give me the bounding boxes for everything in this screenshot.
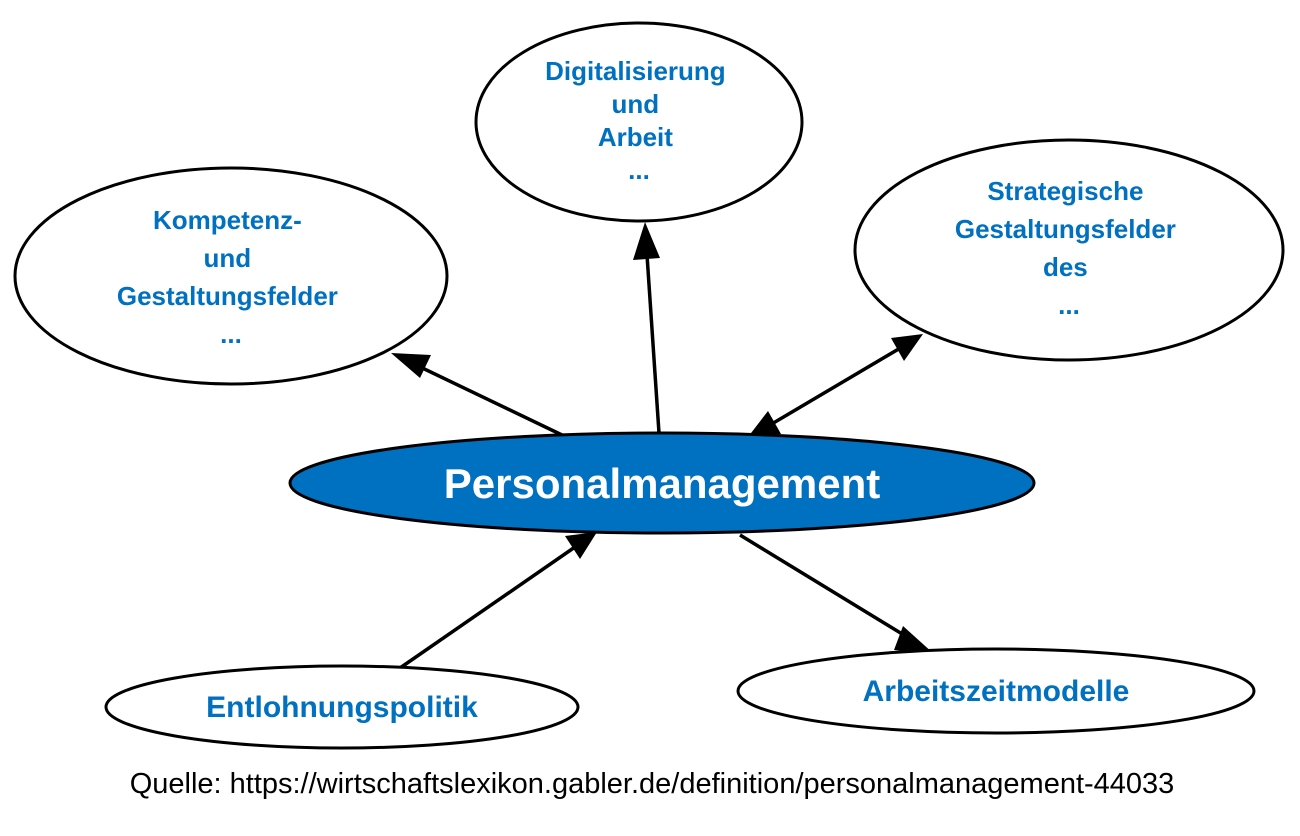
node-arbeitszeit-shape [736,647,1256,735]
arrowhead-center-from-strategische [748,411,781,437]
node-digitalisierung: Digitalisierung und Arbeit ... [474,21,804,223]
node-digitalisierung-label: Digitalisierung und Arbeit ... [545,56,733,185]
arrowhead-digitalisierung [633,222,660,260]
node-kompetenz-line-2: und [204,243,252,273]
node-strategische-line-2: Gestaltungsfelder [955,214,1176,244]
node-kompetenz: Kompetenz- und Gestaltungsfelder ... [13,166,449,386]
node-center-shape [288,431,1036,535]
node-entlohnung-label: Entlohnungspolitik [206,691,478,724]
arrowhead-strategische [891,334,923,361]
node-strategische-shape [853,138,1285,362]
node-strategische-line-4: ... [1058,290,1080,320]
arrowhead-center-from-entlohnung [565,532,597,559]
node-digitalisierung-shape [474,21,804,223]
node-digitalisierung-line-2: und [612,89,660,119]
edge-center-to-arbeitszeit [739,533,913,642]
node-arbeitszeit: Arbeitszeitmodelle [736,647,1256,735]
node-kompetenz-line-4: ... [220,319,242,349]
arrowhead-arbeitszeit [894,626,934,654]
edge-center-to-digitalisierung [644,239,661,434]
node-kompetenz-line-3: Gestaltungsfelder [117,281,338,311]
edges [391,222,934,670]
node-kompetenz-shape [13,166,449,386]
edge-center-to-kompetenz [413,362,563,437]
edge-entlohnung-to-center [399,545,576,670]
node-kompetenz-label: Kompetenz- und Gestaltungsfelder ... [117,205,345,349]
node-digitalisierung-line-1: Digitalisierung [545,56,726,86]
edge-center-to-strategische [769,345,903,427]
arrowhead-kompetenz [391,353,431,378]
node-strategische-line-1: Strategische [987,176,1143,206]
node-strategische: Strategische Gestaltungsfelder des ... [853,138,1285,362]
node-kompetenz-line-1: Kompetenz- [153,205,302,235]
node-entlohnung: Entlohnungspolitik [104,664,580,750]
node-digitalisierung-line-3: Arbeit [598,122,673,152]
node-center: Personalmanagement [288,431,1036,535]
node-center-label: Personalmanagement [444,460,881,507]
node-entlohnung-shape [104,664,580,750]
node-digitalisierung-line-4: ... [628,155,650,185]
node-strategische-label: Strategische Gestaltungsfelder des ... [955,176,1183,320]
node-arbeitszeit-label: Arbeitszeitmodelle [863,675,1130,708]
node-strategische-line-3: des [1043,252,1088,282]
source-caption: Quelle: https://wirtschaftslexikon.gable… [130,768,1175,800]
